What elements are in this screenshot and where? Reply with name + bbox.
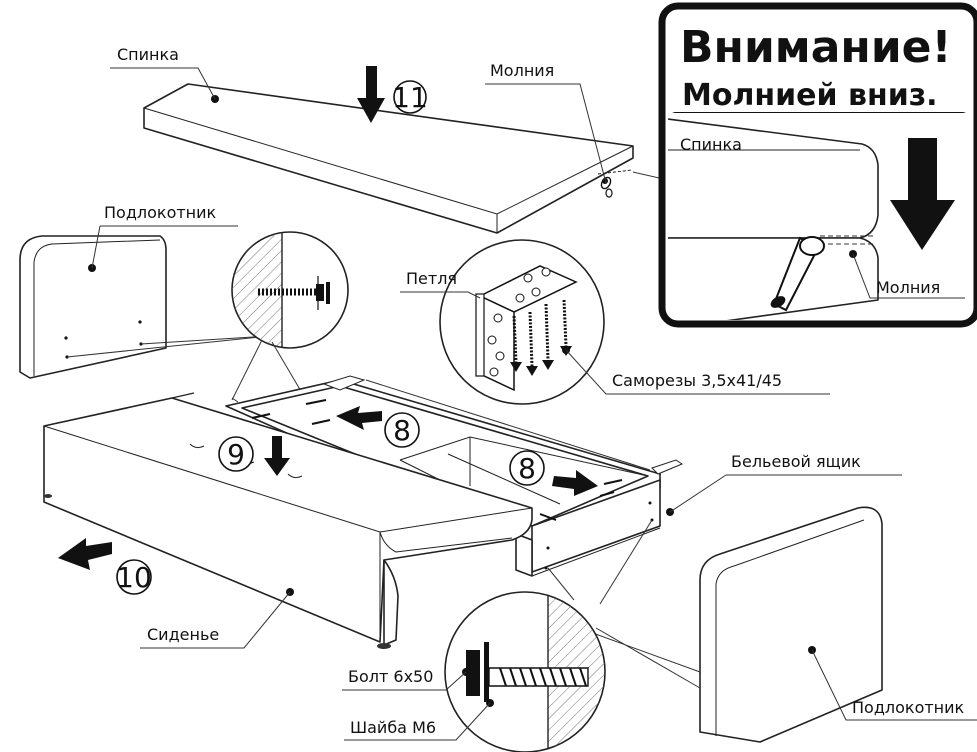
label-hinge: Петля (406, 269, 457, 288)
label-armrest-left: Подлокотник (104, 203, 217, 222)
warning-box: Внимание! Молнией вниз. Спинка Молния (658, 2, 977, 328)
label-armrest-right: Подлокотник (852, 698, 965, 717)
step-9: 9 (227, 438, 245, 471)
screw-icon (258, 276, 330, 310)
zipper-pull-large-icon (770, 236, 825, 312)
label-zipper: Молния (490, 61, 554, 80)
arrow-left-icon (336, 406, 382, 430)
screw-icon (512, 299, 568, 367)
warning-subtitle: Молнией вниз. (682, 78, 938, 113)
warning-label-zipper: Молния (876, 278, 940, 297)
label-linen-box: Бельевой ящик (731, 452, 861, 471)
hinge-icon (475, 265, 578, 392)
linen-box (225, 375, 684, 577)
arrow-down-icon (357, 66, 385, 123)
label-back: Спинка (117, 45, 179, 64)
arrow-down-large-icon (890, 138, 955, 250)
warning-label-back: Спинка (680, 135, 742, 154)
label-bolt: Болт 6х50 (348, 667, 433, 686)
label-washer: Шайба М6 (350, 718, 436, 737)
arrow-left-icon (58, 538, 112, 570)
detail-screw-wood (231, 231, 349, 349)
armrest-right (699, 506, 883, 743)
warning-title: Внимание! (680, 22, 952, 73)
arrow-down-icon (264, 436, 290, 476)
step-10: 10 (116, 561, 152, 594)
hinge-detail (439, 239, 605, 405)
label-screws: Саморезы 3,5х41/45 (612, 371, 782, 390)
step-8a: 8 (393, 414, 411, 447)
bolt-icon (466, 642, 589, 702)
arrow-right-icon (552, 470, 598, 496)
armrest-left (19, 235, 167, 379)
label-seat: Сиденье (147, 625, 219, 644)
step-11: 11 (392, 81, 428, 114)
step-8b: 8 (518, 452, 536, 485)
seat (43, 392, 533, 649)
